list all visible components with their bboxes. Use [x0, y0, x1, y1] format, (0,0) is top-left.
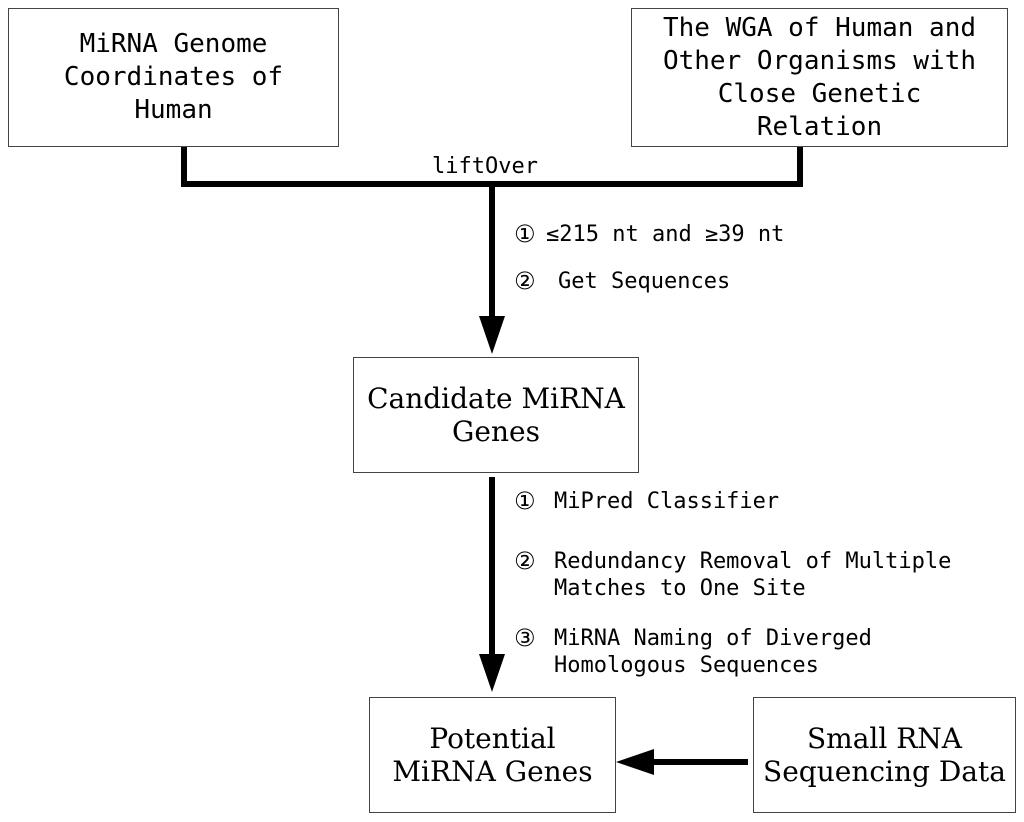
node-mirna-genome-coordinates: MiRNA Genome Coordinates of Human — [8, 8, 339, 147]
step-first-2: ② Get Sequences — [514, 268, 834, 298]
step-second-1-number: ① — [514, 487, 536, 515]
step-first-2-number: ② — [514, 267, 536, 295]
node-wga-human-organisms: The WGA of Human and Other Organisms wit… — [631, 8, 1008, 147]
step-second-3-number: ③ — [514, 624, 536, 652]
node-wga-human-organisms-label: The WGA of Human and Other Organisms wit… — [662, 12, 977, 142]
step-second-1: ① MiPred Classifier — [514, 488, 994, 518]
arrow-from-small-rna-head — [616, 749, 654, 775]
step-first-2-text: Get Sequences — [558, 269, 731, 294]
step-second-1-text: MiPred Classifier — [554, 489, 780, 514]
node-small-rna-sequencing-data-label: Small RNA Sequencing Data — [763, 722, 1006, 788]
step-second-2: ② Redundancy Removal of Multiple Matches… — [514, 548, 994, 606]
edge-label-liftover: liftOver — [432, 154, 538, 179]
step-second-2-text: Redundancy Removal of Multiple Matches t… — [554, 549, 952, 601]
node-potential-mirna-genes: Potential MiRNA Genes — [369, 697, 616, 813]
node-mirna-genome-coordinates-label: MiRNA Genome Coordinates of Human — [63, 29, 284, 125]
node-small-rna-sequencing-data: Small RNA Sequencing Data — [753, 697, 1016, 813]
step-second-3: ③ MiRNA Naming of Diverged Homologous Se… — [514, 625, 994, 683]
arrow-to-candidate-head — [479, 316, 505, 354]
node-potential-mirna-genes-label: Potential MiRNA Genes — [392, 722, 593, 788]
step-second-2-number: ② — [514, 547, 536, 575]
step-first-1: ① ≤215 nt and ≥39 nt — [514, 221, 834, 251]
node-candidate-mirna-genes-label: Candidate MiRNA Genes — [367, 382, 625, 448]
step-second-3-text: MiRNA Naming of Diverged Homologous Sequ… — [554, 626, 872, 678]
node-candidate-mirna-genes: Candidate MiRNA Genes — [353, 357, 639, 473]
step-first-1-text: ≤215 nt and ≥39 nt — [546, 222, 785, 247]
step-first-1-number: ① — [514, 220, 536, 248]
arrow-to-potential-head — [479, 654, 505, 692]
